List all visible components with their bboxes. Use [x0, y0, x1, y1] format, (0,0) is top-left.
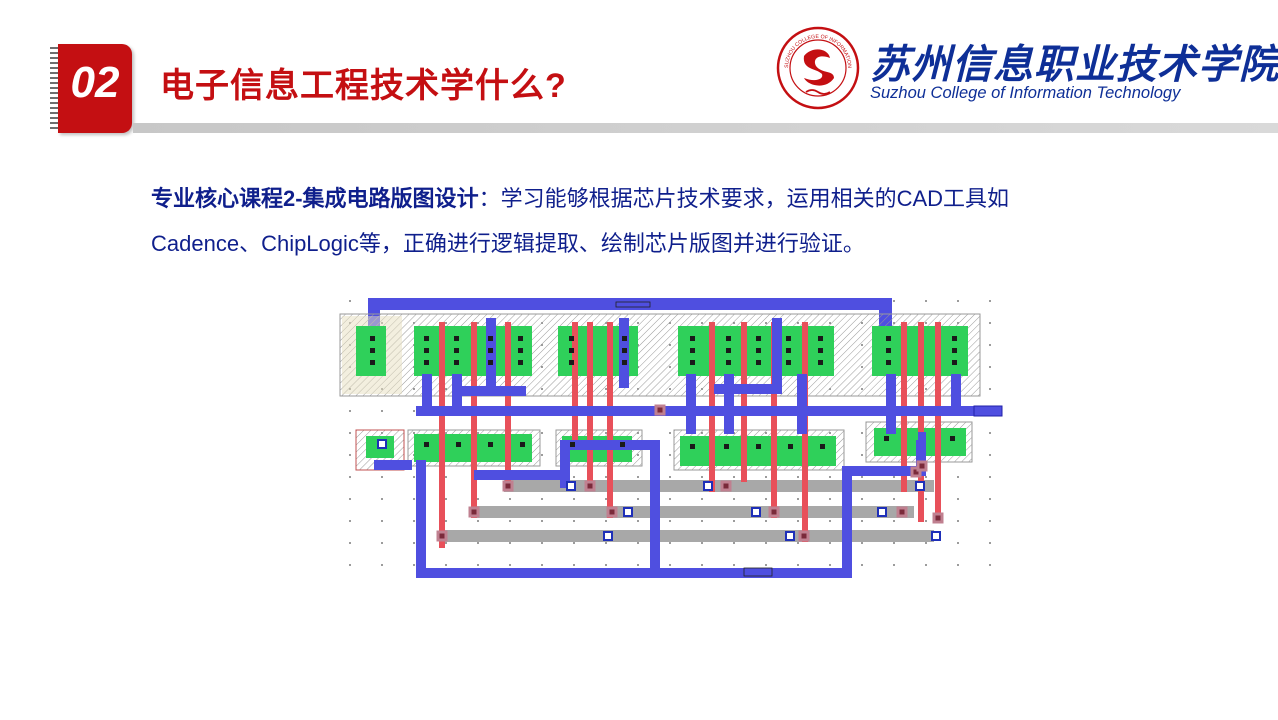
header-divider-bar: [133, 123, 1278, 133]
section-number-badge: 02: [58, 44, 132, 133]
school-seal-icon: SUZHOU COLLEGE OF INFORMATION TECHNOLOGY: [776, 26, 860, 110]
course-description: 专业核心课程2-集成电路版图设计：学习能够根据芯片技术要求，运用相关的CAD工具…: [151, 176, 1151, 266]
course-desc-line2: Cadence、ChipLogic等，正确进行逻辑提取、绘制芯片版图并进行验证。: [151, 231, 865, 256]
notebook-spiral-decoration: [50, 47, 60, 131]
course-description-line-1: 专业核心课程2-集成电路版图设计：学习能够根据芯片技术要求，运用相关的CAD工具…: [151, 176, 1151, 221]
ic-layout-diagram: [334, 290, 1014, 584]
school-name-chinese: 苏州信息职业技术学院: [870, 41, 1278, 88]
course-title: 专业核心课程2-集成电路版图设计: [151, 186, 479, 211]
school-name-english: Suzhou College of Information Technology: [870, 84, 1181, 102]
section-number: 02: [70, 58, 120, 107]
page-title: 电子信息工程技术学什么?: [160, 67, 567, 105]
course-desc-line1: ：学习能够根据芯片技术要求，运用相关的CAD工具如: [478, 186, 1010, 211]
